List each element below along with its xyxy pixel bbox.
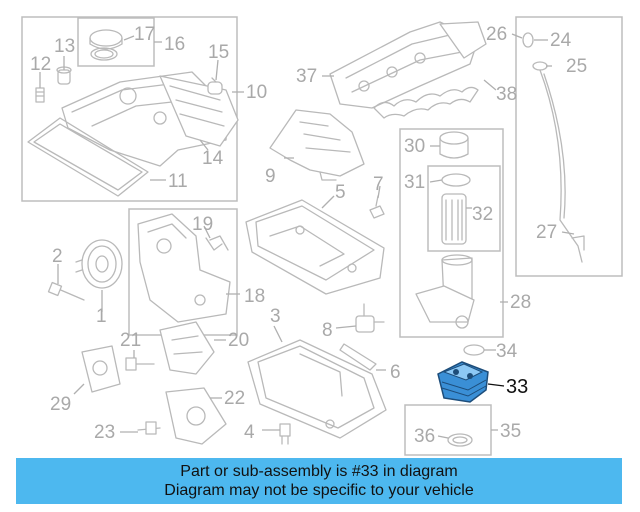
dipstick-drawing <box>522 32 585 263</box>
callout-23: 23 <box>94 422 115 443</box>
plate-22-drawing <box>165 387 227 445</box>
callout-27: 27 <box>536 222 557 243</box>
banner-line-1: Part or sub-assembly is #33 in diagram <box>180 463 458 480</box>
bolt-7-drawing <box>369 195 385 219</box>
bolt-21-drawing <box>125 357 155 371</box>
plug-13-drawing <box>56 66 72 85</box>
callout-13: 13 <box>54 36 75 57</box>
callout-14: 14 <box>202 148 224 169</box>
callout-15: 15 <box>208 42 229 63</box>
callout-25: 25 <box>566 56 587 77</box>
callout-24: 24 <box>550 30 572 51</box>
callout-31: 31 <box>404 172 425 193</box>
oil-filter-cap-drawing <box>439 131 469 159</box>
cover-29-drawing <box>81 345 121 393</box>
callout-29: 29 <box>50 394 71 415</box>
seal-6-drawing <box>339 343 377 371</box>
callout-7: 7 <box>373 174 384 195</box>
leader-lines <box>39 33 575 439</box>
info-banner: Part or sub-assembly is #33 in diagram D… <box>16 458 622 504</box>
lower-oil-pan-drawing <box>247 339 387 439</box>
callout-33[interactable]: 33 <box>506 376 528 398</box>
callout-12: 12 <box>30 54 51 75</box>
oil-sensor-drawing <box>355 303 385 333</box>
valve-cover-gasket-drawing <box>27 117 149 197</box>
callout-18: 18 <box>244 286 265 307</box>
callout-5: 5 <box>335 182 346 203</box>
callout-8: 8 <box>322 320 333 341</box>
callout-22: 22 <box>224 388 245 409</box>
intake-manifold-drawing <box>329 21 487 109</box>
callout-9: 9 <box>265 166 276 187</box>
callout-16: 16 <box>164 34 185 55</box>
callout-10: 10 <box>246 82 267 103</box>
callout-11: 11 <box>168 171 188 192</box>
oil-filter-element-group-box <box>427 165 501 252</box>
drain-plug-drawing <box>279 423 291 445</box>
intake-gasket-drawing <box>373 86 479 119</box>
pulley-bolt-drawing <box>47 281 85 301</box>
filter-housing-drawing <box>415 254 475 329</box>
callout-38: 38 <box>496 84 517 105</box>
callout-19: 19 <box>192 214 213 235</box>
o-ring-31-drawing <box>441 173 471 187</box>
cover-20-drawing <box>159 321 215 375</box>
callout-3: 3 <box>270 306 281 327</box>
valve-cover-group-box <box>21 16 238 202</box>
callout-30: 30 <box>404 136 425 157</box>
seal-36-drawing <box>447 433 473 447</box>
callout-34: 34 <box>496 341 518 362</box>
callout-37: 37 <box>296 66 317 87</box>
crank-pulley-drawing <box>75 239 123 289</box>
oil-filter-element-drawing <box>441 193 467 245</box>
callout-26: 26 <box>486 24 507 45</box>
bracket-19-drawing <box>205 237 223 251</box>
callout-35: 35 <box>500 421 521 442</box>
callout-1: 1 <box>96 306 107 327</box>
callout-36: 36 <box>414 426 435 447</box>
dipstick-group-box <box>515 16 623 277</box>
upper-oil-pan-drawing <box>245 199 385 295</box>
callout-20: 20 <box>228 330 249 351</box>
callout-32: 32 <box>472 204 493 225</box>
oil-cooler-drawing <box>437 361 489 403</box>
callout-17: 17 <box>134 24 155 45</box>
callout-labels: 1 2 3 4 5 6 7 8 9 10 11 12 13 14 15 16 1… <box>30 24 587 447</box>
callout-4: 4 <box>244 422 255 443</box>
bolt-23-drawing <box>137 421 161 435</box>
oil-filter-housing-group-box <box>399 128 504 338</box>
sensor-15-drawing <box>207 77 223 95</box>
callout-6: 6 <box>390 362 401 383</box>
callout-21: 21 <box>120 330 141 351</box>
o-ring-34-drawing <box>463 344 485 356</box>
oil-baffle-drawing <box>269 109 365 181</box>
bolt-12-drawing <box>35 87 45 103</box>
banner-line-2: Diagram may not be specific to your vehi… <box>164 482 474 499</box>
timing-cover-drawing <box>137 213 231 323</box>
callout-28: 28 <box>510 292 531 313</box>
oil-cap-drawing <box>89 29 123 61</box>
callout-2: 2 <box>52 246 63 267</box>
